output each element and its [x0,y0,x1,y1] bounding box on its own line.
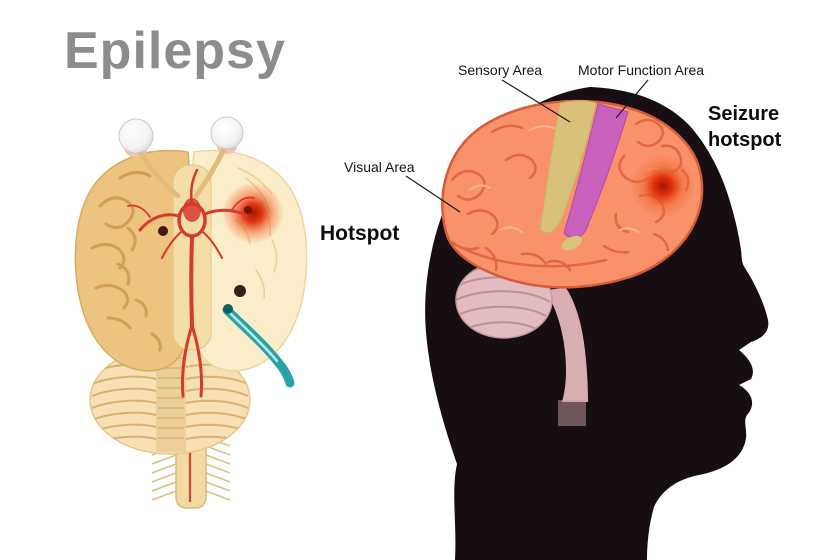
eyeball-left [118,118,154,154]
head-profile-figure: Sensory Area Motor Function Area Visual … [344,62,782,560]
optic-nerve-right [193,146,227,199]
cerebellum-inferior [89,345,251,455]
motor-area-label: Motor Function Area [578,62,704,78]
brainstem [545,288,588,426]
left-hemisphere [74,149,190,372]
sensory-band-tail [561,235,583,251]
sensory-area-band [539,100,597,234]
hotspot-glow-left [222,182,284,244]
hotspot-glow-right [631,154,695,218]
motor-leader-line [615,79,649,119]
visual-area-label: Visual Area [344,159,415,175]
page-title: Epilepsy [64,22,286,80]
seizure-hotspot-label-line2: hotspot [708,129,782,151]
seizure-hotspot-label-line1: Seizure [708,103,779,125]
cerebrum [441,99,704,289]
teal-catheter [222,304,295,388]
inferior-brain-figure: Hotspot [74,116,399,509]
eyes [118,116,244,199]
cerebral-arteries [127,168,255,398]
sensory-leader-line [501,79,571,123]
eyeball-right [210,116,244,150]
left-hemisphere-gyri [90,171,162,352]
hotspot-label: Hotspot [320,222,399,245]
hotspot-core-left [244,206,252,214]
visual-leader-line [405,175,461,213]
lesion-dot-1 [158,226,168,236]
lesion-dot-2 [234,285,246,297]
optic-nerve-left [137,149,181,199]
sensory-area-label: Sensory Area [458,62,542,78]
cerebrum-gyri [450,118,690,272]
